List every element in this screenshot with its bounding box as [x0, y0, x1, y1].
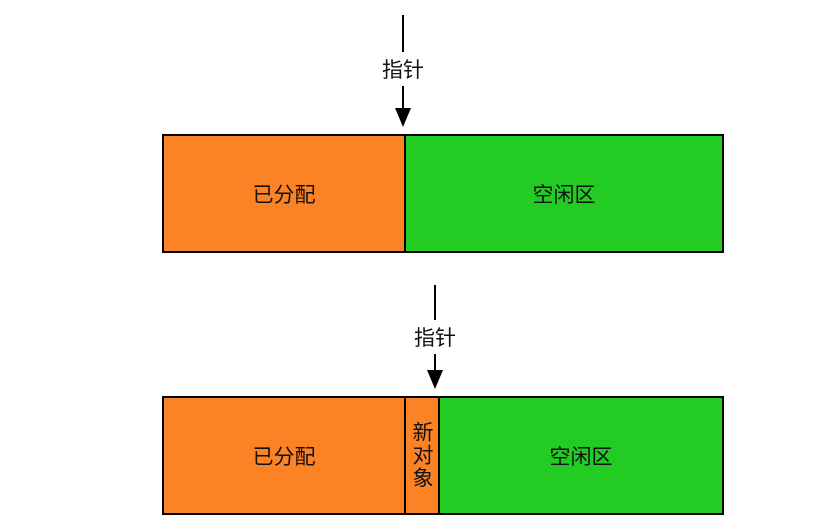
new-object-label: 新对象	[410, 421, 434, 490]
allocated-label: 已分配	[252, 182, 316, 207]
allocated-label: 已分配	[252, 444, 316, 469]
free-segment: 空闲区	[438, 398, 722, 513]
allocated-segment: 已分配	[164, 136, 404, 251]
free-label: 空闲区	[532, 182, 596, 207]
allocated-segment: 已分配	[164, 398, 404, 513]
free-segment: 空闲区	[404, 136, 722, 251]
top-pointer-label: 指针	[382, 52, 424, 86]
free-label: 空闲区	[549, 444, 613, 469]
new-object-segment: 新对象	[404, 398, 438, 513]
bottom-pointer-label: 指针	[414, 320, 456, 354]
top-memory-bar: 已分配 空闲区	[162, 134, 724, 253]
bottom-memory-bar: 已分配 新对象 空闲区	[162, 396, 724, 515]
